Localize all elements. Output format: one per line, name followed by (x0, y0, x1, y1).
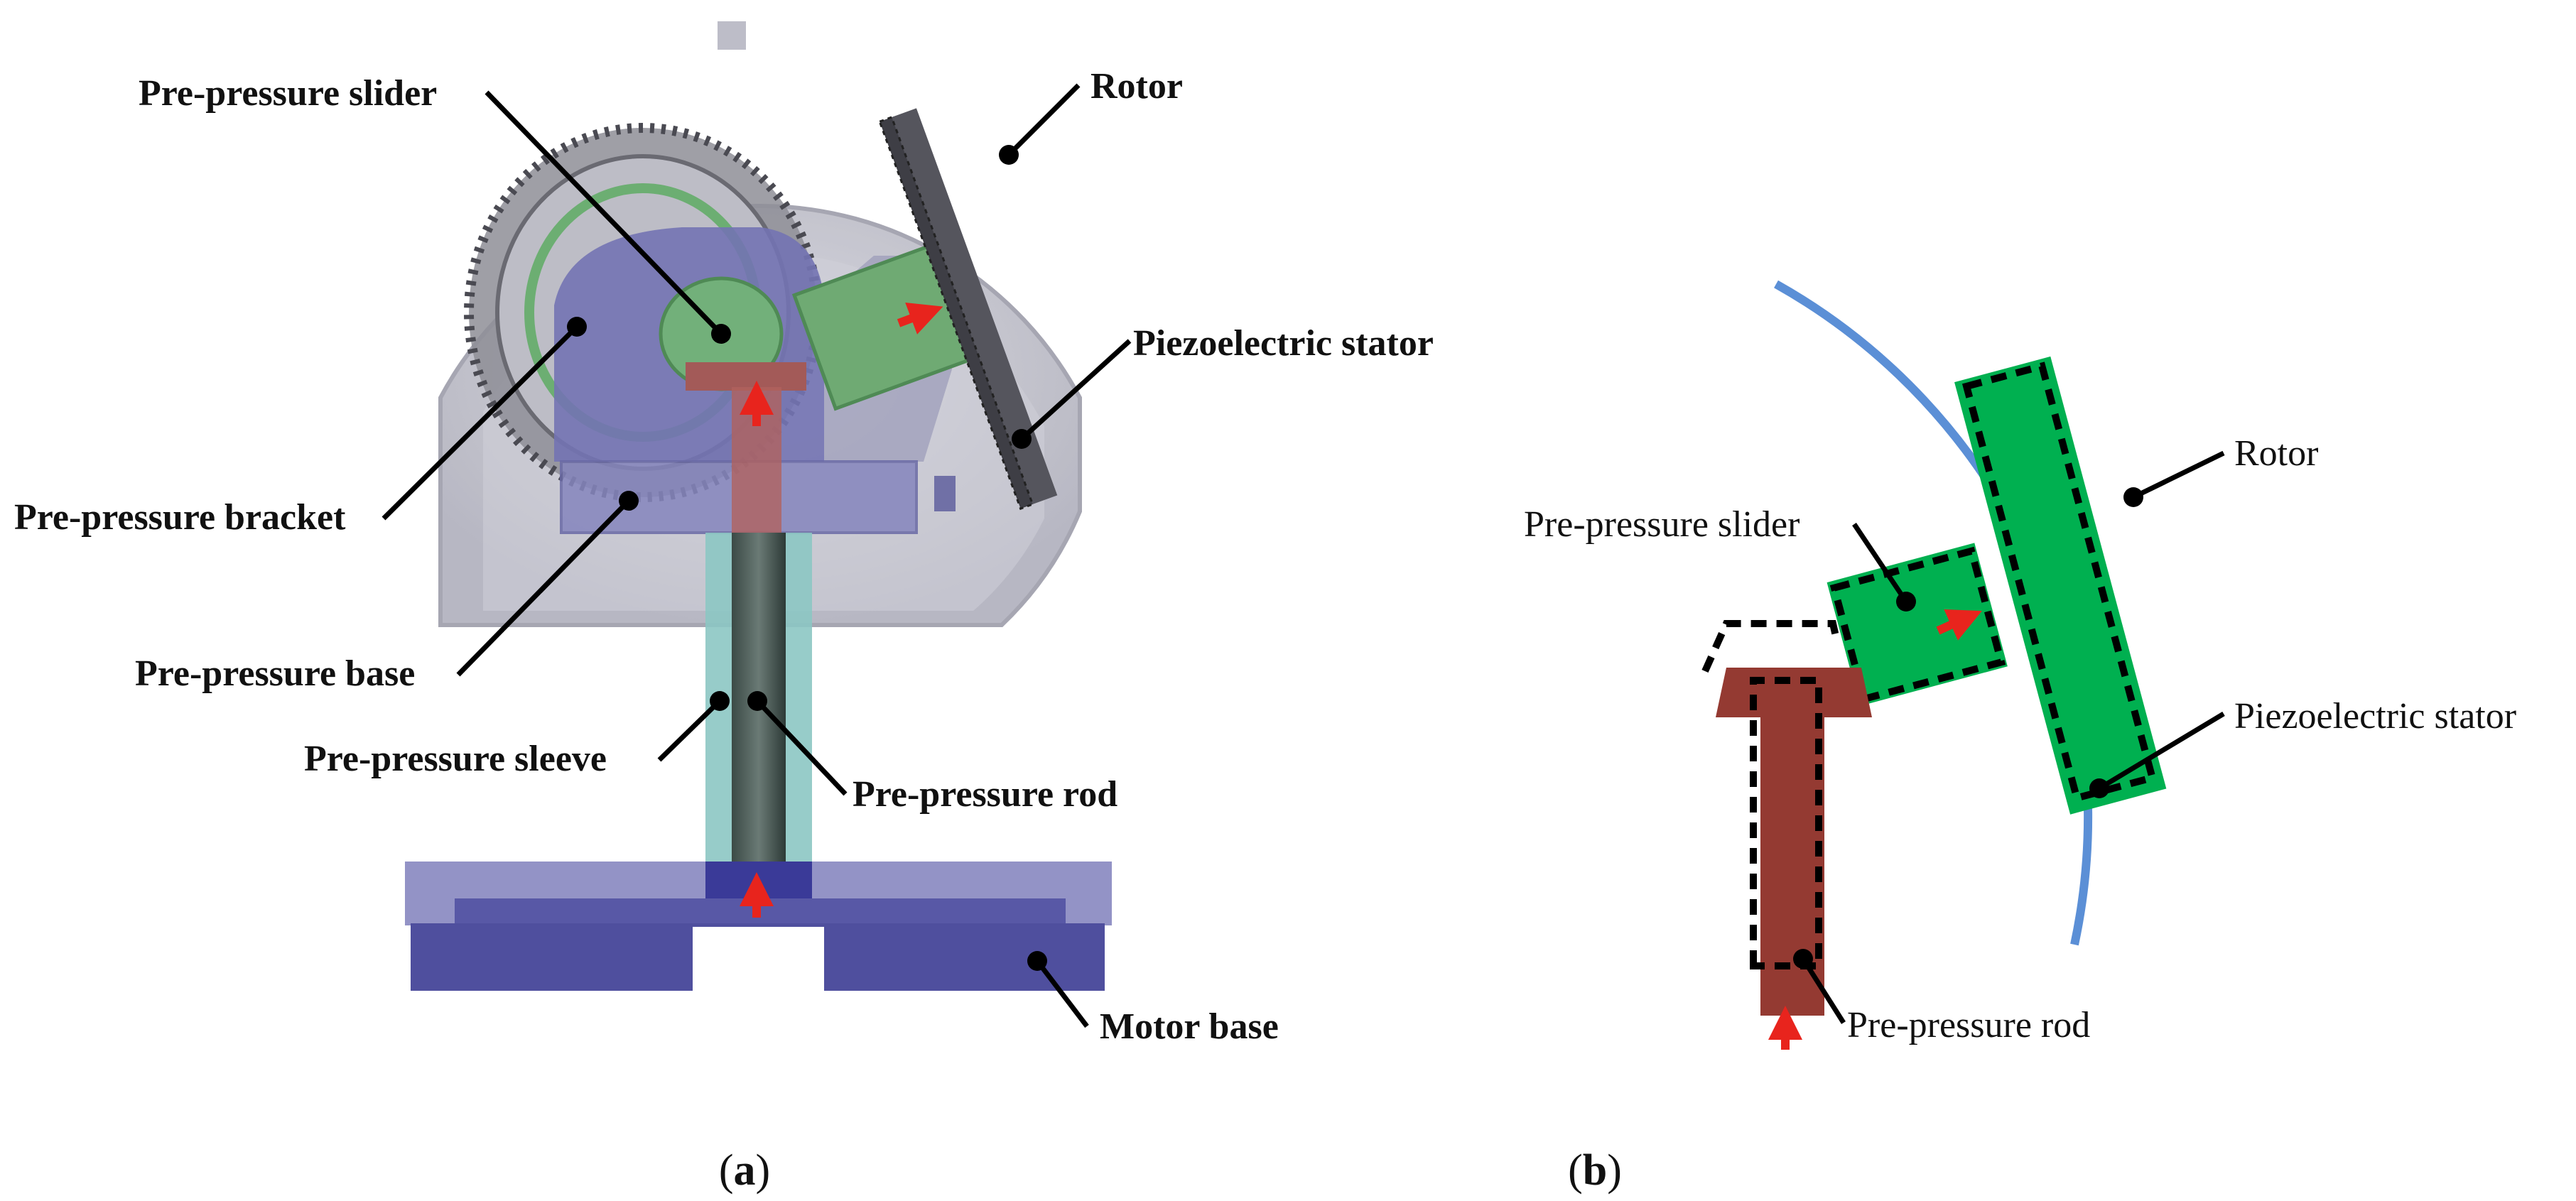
label-a-pre-pressure-base: Pre-pressure base (135, 653, 415, 694)
label-b-pre-pressure-slider: Pre-pressure slider (1524, 504, 1800, 545)
leaders-a (381, 83, 1132, 1028)
rotor-disc (878, 108, 1058, 511)
caption-a: (a) (719, 1146, 770, 1195)
panel-b: Rotor Pre-pressure slider Piezoelectric … (1524, 280, 2516, 1195)
label-a-pre-pressure-sleeve: Pre-pressure sleeve (304, 739, 607, 779)
label-a-pre-pressure-bracket: Pre-pressure bracket (14, 497, 346, 538)
label-b-rotor: Rotor (2234, 433, 2318, 474)
caption-b: (b) (1568, 1146, 1622, 1195)
label-a-motor-base: Motor base (1100, 1006, 1279, 1047)
force-arrows-b (1768, 609, 1982, 1050)
force-arrows-a (740, 302, 943, 918)
motor-base-shape (405, 862, 1112, 991)
stator-bar (1954, 356, 2167, 815)
label-b-piezoelectric-stator: Piezoelectric stator (2234, 696, 2516, 737)
label-b-pre-pressure-rod: Pre-pressure rod (1847, 1005, 2090, 1045)
label-a-piezoelectric-stator: Piezoelectric stator (1133, 323, 1434, 364)
label-a-pre-pressure-rod: Pre-pressure rod (853, 774, 1117, 815)
rod-t-shape (1716, 668, 1872, 1016)
label-a-pre-pressure-slider: Pre-pressure slider (139, 73, 437, 114)
leaders-b (1793, 450, 2225, 1024)
slider-block (1827, 543, 2008, 706)
panel-a: Pre-pressure slider Rotor Piezoelectric … (14, 21, 1434, 1195)
label-a-rotor: Rotor (1091, 66, 1183, 107)
sleeve-and-rod (705, 533, 812, 902)
slider-previous-outline (1701, 620, 1840, 673)
